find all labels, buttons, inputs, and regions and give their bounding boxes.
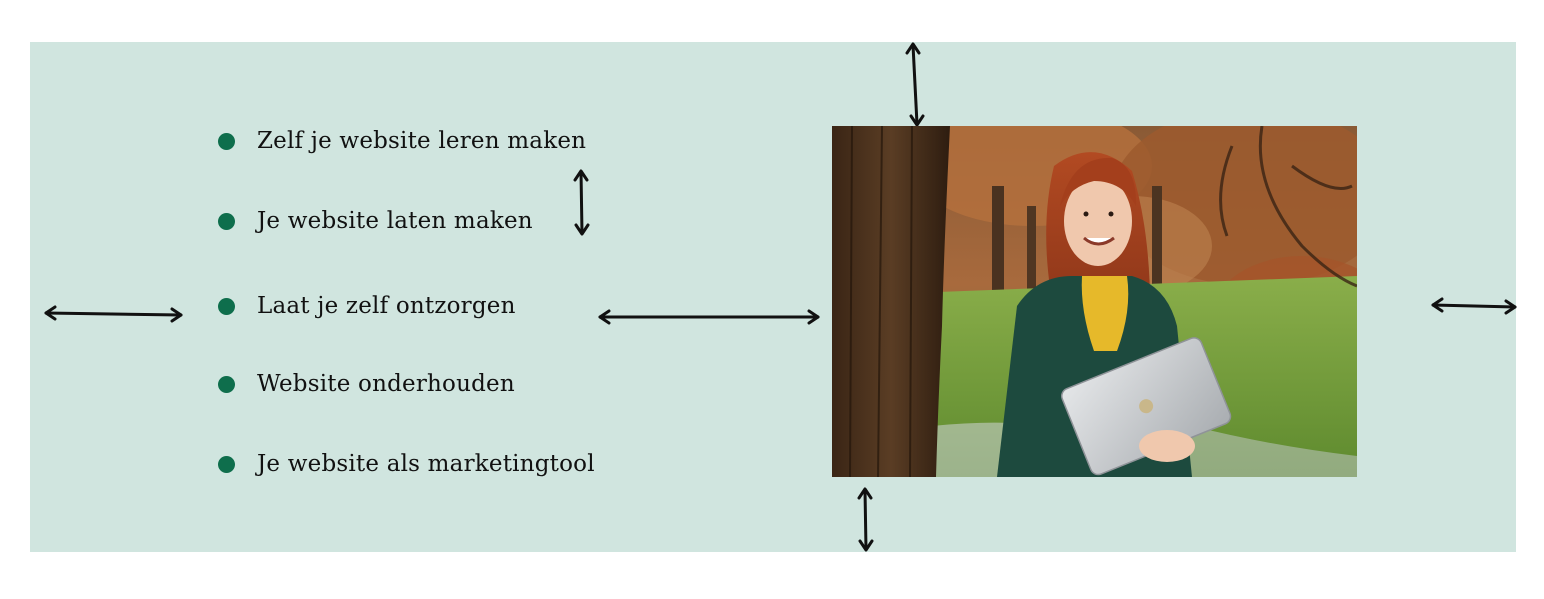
service-label: Je website laten maken xyxy=(257,208,533,234)
service-item-2: Je website laten maken xyxy=(218,208,533,234)
woman-with-laptop-image xyxy=(832,126,1357,477)
service-item-3: Laat je zelf ontzorgen xyxy=(218,293,516,319)
service-item-4: Website onderhouden xyxy=(218,371,515,397)
service-label: Zelf je website leren maken xyxy=(257,128,587,154)
double-arrow-vertical-icon xyxy=(573,169,590,236)
bullet-icon xyxy=(218,375,235,393)
service-label: Website onderhouden xyxy=(257,371,515,397)
bullet-icon xyxy=(218,132,235,150)
bullet-icon xyxy=(218,455,235,473)
double-arrow-horizontal-icon xyxy=(598,309,820,325)
bullet-icon xyxy=(218,297,235,315)
service-label: Je website als marketingtool xyxy=(257,451,595,477)
bullet-icon xyxy=(218,212,235,230)
double-arrow-vertical-icon xyxy=(857,487,874,552)
service-item-1: Zelf je website leren maken xyxy=(218,128,586,154)
double-arrow-vertical-icon xyxy=(905,42,925,127)
portrait-photo xyxy=(832,126,1357,477)
double-arrow-horizontal-icon xyxy=(1431,297,1517,315)
double-arrow-horizontal-icon xyxy=(44,305,183,323)
service-item-5: Je website als marketingtool xyxy=(218,451,595,477)
service-label: Laat je zelf ontzorgen xyxy=(257,293,516,319)
